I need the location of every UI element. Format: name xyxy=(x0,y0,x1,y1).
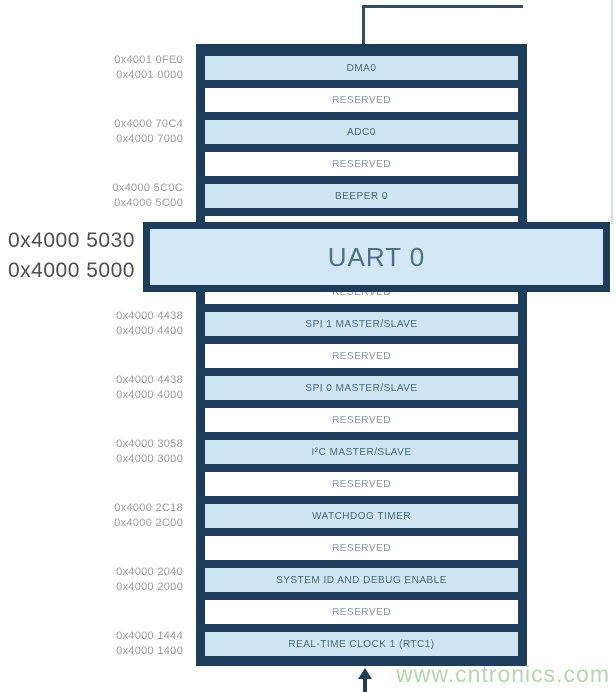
memory-row: DMA0 xyxy=(205,56,518,80)
arrow-up-icon-stem xyxy=(363,678,367,692)
memory-row: SYSTEM ID AND DEBUG ENABLE xyxy=(205,568,518,592)
memory-row-label: WATCHDOG TIMER xyxy=(311,510,412,522)
address-line: 0x4000 3058 xyxy=(116,438,183,450)
memory-row-reserved: RESERVED xyxy=(205,408,518,432)
watermark: www.cntronics.com xyxy=(396,661,610,687)
memory-row-label: I²C MASTER/SLAVE xyxy=(311,446,412,458)
memory-row-reserved: RESERVED xyxy=(205,344,518,368)
address-line: 0x4000 4000 xyxy=(116,389,183,401)
address-label: 0x4000 4438 0x4000 4000 xyxy=(0,373,183,403)
address-line: 0x4000 2C00 xyxy=(114,517,183,529)
address-line: 0x4000 4400 xyxy=(116,325,183,337)
memory-row: BEEPER 0 xyxy=(205,184,518,208)
memory-row-label: RESERVED xyxy=(332,350,391,362)
memory-row: SPI 0 MASTER/SLAVE xyxy=(205,376,518,400)
address-line: 0x4001 0FE0 xyxy=(114,54,183,66)
memory-row-label: RESERVED xyxy=(332,94,391,106)
memory-row: I²C MASTER/SLAVE xyxy=(205,440,518,464)
address-line: 0x4000 3000 xyxy=(116,453,183,465)
memory-row-reserved: RESERVED xyxy=(205,472,518,496)
address-label: 0x4001 0FE0 0x4001 0000 xyxy=(0,53,183,83)
address-label: 0x4000 70C4 0x4000 7000 xyxy=(0,117,183,147)
address-line: 0x4000 1444 xyxy=(116,630,183,642)
address-label: 0x4000 3058 0x4000 3000 xyxy=(0,437,183,467)
memory-row-label: RESERVED xyxy=(332,158,391,170)
address-line: 0x4000 7000 xyxy=(116,133,183,145)
uart-address-low: 0x4000 5000 xyxy=(8,259,135,282)
memory-row: SPI 1 MASTER/SLAVE xyxy=(205,312,518,336)
memory-row-label: ADC0 xyxy=(347,126,376,138)
memory-row-label: DMA0 xyxy=(346,62,377,74)
address-line: 0x4001 0000 xyxy=(116,69,183,81)
memory-row-label: SPI 1 MASTER/SLAVE xyxy=(305,318,418,330)
page-edge-line xyxy=(611,0,613,224)
memory-row-label: REAL-TIME CLOCK 1 (RTC1) xyxy=(288,638,435,650)
memory-row: REAL-TIME CLOCK 1 (RTC1) xyxy=(205,632,518,656)
memory-row-label: RESERVED xyxy=(332,542,391,554)
address-line: 0x4000 1400 xyxy=(116,645,183,657)
memory-row: WATCHDOG TIMER xyxy=(205,504,518,528)
uart-address-label: 0x4000 5030 0x4000 5000 xyxy=(8,226,135,286)
arrow-up-icon xyxy=(358,668,372,679)
memory-row-label: SYSTEM ID AND DEBUG ENABLE xyxy=(276,574,447,586)
memory-row-label: BEEPER 0 xyxy=(335,190,388,202)
memory-row-reserved: RESERVED xyxy=(205,600,518,624)
memory-row-reserved: RESERVED xyxy=(205,536,518,560)
memory-row: ADC0 xyxy=(205,120,518,144)
memory-row-label: RESERVED xyxy=(332,414,391,426)
address-label: 0x4000 2040 0x4000 2000 xyxy=(0,565,183,595)
memory-row-label: RESERVED xyxy=(332,286,391,298)
callout-connector-horizontal-line xyxy=(362,5,523,8)
address-label: 0x4000 1444 0x4000 1400 xyxy=(0,629,183,659)
memory-row-label: SPI 0 MASTER/SLAVE xyxy=(305,382,418,394)
callout-connector-vertical-line xyxy=(362,5,365,44)
address-line: 0x4000 4438 xyxy=(116,374,183,386)
memory-row-reserved: RESERVED xyxy=(205,88,518,112)
address-label: 0x4000 2C18 0x4000 2C00 xyxy=(0,501,183,531)
address-line: 0x4000 2C18 xyxy=(114,502,183,514)
address-line: 0x4000 5C0C xyxy=(112,182,183,194)
address-line: 0x4000 5C00 xyxy=(114,197,183,209)
uart-callout-box: UART 0 xyxy=(143,222,610,292)
address-line: 0x4000 2040 xyxy=(116,566,183,578)
memory-row-reserved: RESERVED xyxy=(205,152,518,176)
address-label: 0x4000 4438 0x4000 4400 xyxy=(0,309,183,339)
address-line: 0x4000 70C4 xyxy=(114,118,183,130)
address-line: 0x4000 4438 xyxy=(116,310,183,322)
address-label: 0x4000 5C0C 0x4000 5C00 xyxy=(0,181,183,211)
memory-row-label: RESERVED xyxy=(332,606,391,618)
uart-address-high: 0x4000 5030 xyxy=(8,229,135,252)
memory-row-label: RESERVED xyxy=(332,478,391,490)
address-line: 0x4000 2000 xyxy=(116,581,183,593)
uart-callout-label: UART 0 xyxy=(327,241,426,272)
